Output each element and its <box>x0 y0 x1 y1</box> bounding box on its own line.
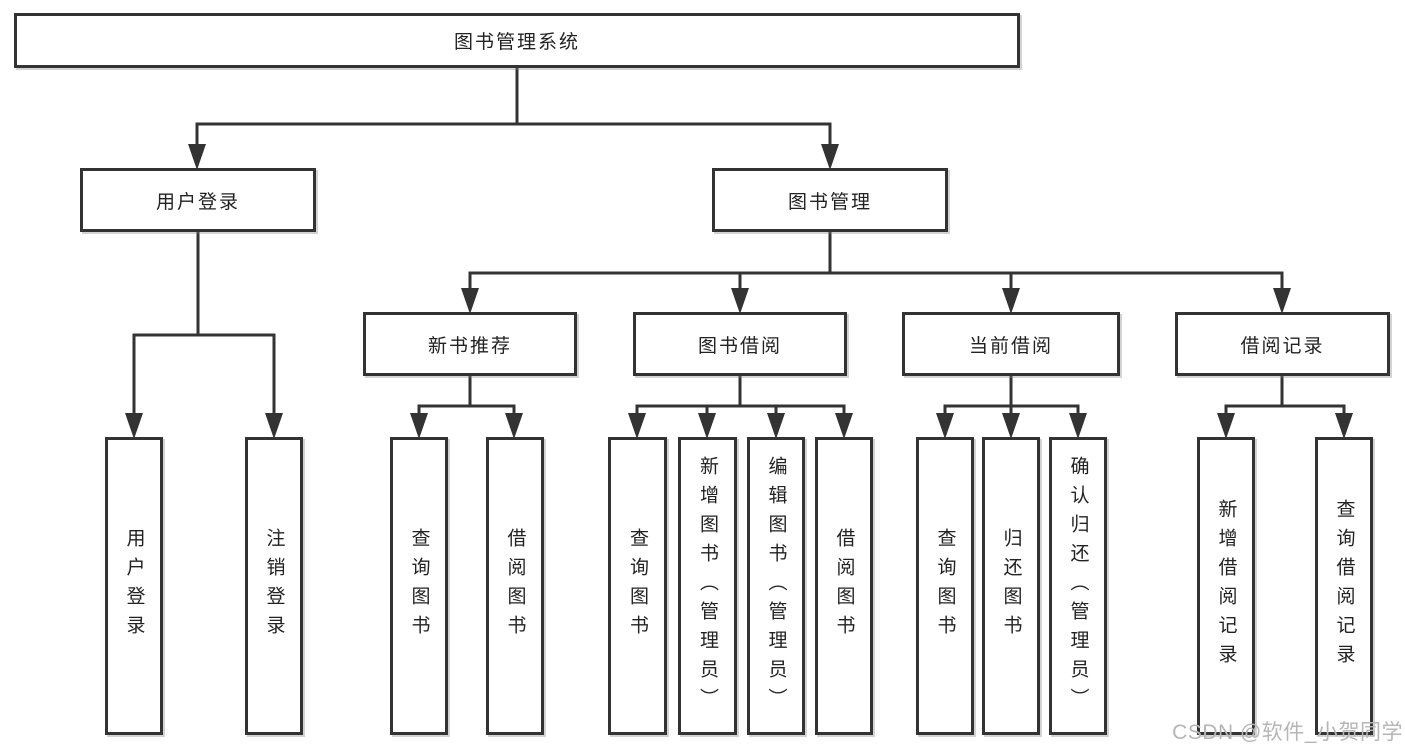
node-borrowing-records-label: 借阅记录 <box>1240 335 1325 357</box>
node-current-borrowing-label: 当前借阅 <box>968 335 1053 357</box>
leaf-borrowing-add-books-admin-label: 新增图书（管理员） <box>697 455 718 717</box>
node-current-borrowing: 当前借阅 <box>902 312 1120 376</box>
leaf-borrowing-edit-books-admin-label: 编辑图书（管理员） <box>765 455 787 717</box>
leaf-borrowing-query-books-label: 查询图书 <box>627 528 648 644</box>
leaf-newbook-borrow-books: 借阅图书 <box>486 437 544 735</box>
connector-path <box>132 66 1346 415</box>
leaf-records-query-record: 查询借阅记录 <box>1315 437 1373 735</box>
csdn-watermark: CSDN @软件_小贺同学 <box>1172 721 1403 744</box>
leaf-borrowing-borrow-books: 借阅图书 <box>815 437 873 735</box>
node-new-book-recommend: 新书推荐 <box>363 312 577 376</box>
leaf-current-return-books: 归还图书 <box>982 437 1040 735</box>
leaf-current-confirm-return-admin: 确认归还（管理员） <box>1049 437 1107 735</box>
leaf-newbook-query-books-label: 查询图书 <box>408 528 430 644</box>
leaf-current-return-books-label: 归还图书 <box>1000 528 1022 644</box>
node-book-borrowing-label: 图书借阅 <box>697 335 782 357</box>
node-root-label: 图书管理系统 <box>453 32 580 53</box>
leaf-user-login: 用户登录 <box>105 437 163 735</box>
leaf-records-query-record-label: 查询借阅记录 <box>1333 499 1355 673</box>
leaf-records-add-record-label: 新增借阅记录 <box>1215 499 1237 673</box>
leaf-borrowing-edit-books-admin: 编辑图书（管理员） <box>747 437 805 735</box>
node-book-management: 图书管理 <box>712 168 948 232</box>
leaf-borrowing-add-books-admin: 新增图书（管理员） <box>678 437 737 735</box>
node-new-book-recommend-label: 新书推荐 <box>427 335 512 357</box>
leaf-newbook-borrow-books-label: 借阅图书 <box>504 528 526 644</box>
node-root: 图书管理系统 <box>14 13 1020 68</box>
node-user-login: 用户登录 <box>80 168 316 232</box>
leaf-newbook-query-books: 查询图书 <box>390 437 448 735</box>
leaf-current-query-books-label: 查询图书 <box>934 528 956 644</box>
node-user-login-label: 用户登录 <box>155 191 240 213</box>
leaf-records-add-record: 新增借阅记录 <box>1197 437 1255 735</box>
leaf-current-confirm-return-admin-label: 确认归还（管理员） <box>1067 455 1089 717</box>
arrowheads <box>125 144 1353 439</box>
leaf-borrowing-query-books: 查询图书 <box>608 437 667 735</box>
leaf-logout: 注销登录 <box>245 437 303 735</box>
leaf-current-query-books: 查询图书 <box>916 437 974 735</box>
leaf-logout-label: 注销登录 <box>263 528 285 644</box>
leaf-borrowing-borrow-books-label: 借阅图书 <box>833 528 855 644</box>
leaf-user-login-label: 用户登录 <box>123 528 145 644</box>
node-borrowing-records: 借阅记录 <box>1175 312 1390 376</box>
node-book-management-label: 图书管理 <box>787 191 872 213</box>
node-book-borrowing: 图书借阅 <box>633 312 847 376</box>
